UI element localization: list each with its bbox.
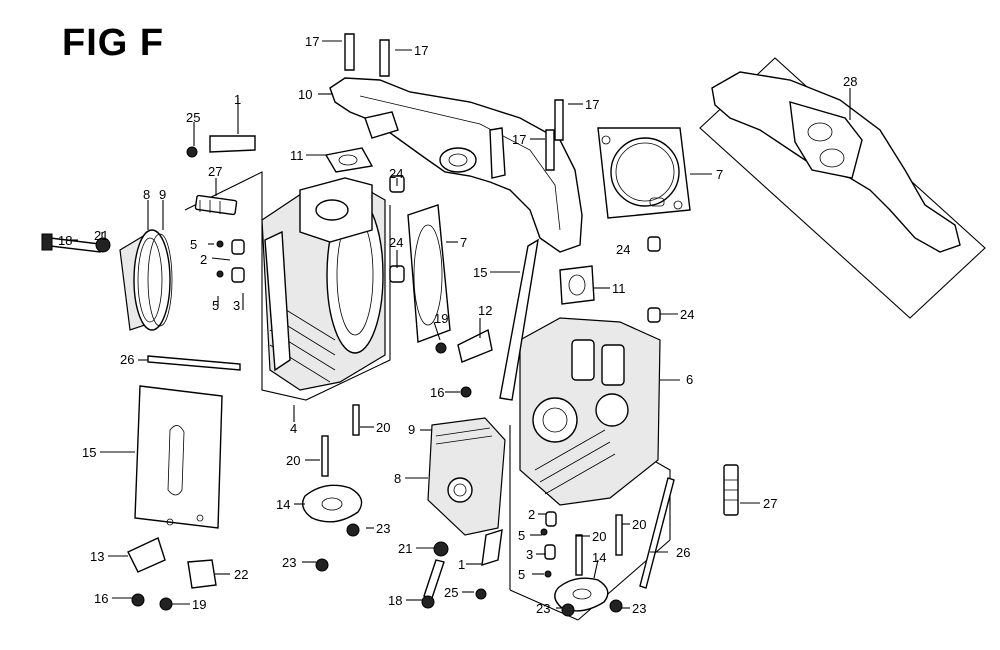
left-head-cover-part [119,229,173,331]
callout-c26a: 26 [120,352,134,367]
callout-c14a: 14 [276,497,290,512]
nut-21-lower [433,541,449,557]
small-gasket-upper-part [324,147,374,173]
callout-c19b: 19 [192,597,206,612]
bolts-17 [344,33,564,171]
callout-c23d: 23 [632,601,646,616]
callout-c12: 12 [478,303,492,318]
bracket-13 [127,537,166,573]
callout-c14b: 14 [592,550,606,565]
callout-c18a: 18 [58,233,72,248]
callout-c5d: 5 [518,567,525,582]
callout-c5c: 5 [518,528,525,543]
callout-c2a: 2 [200,252,207,267]
callout-c18b: 18 [388,593,402,608]
insulator-flange-right-part [554,577,609,612]
callout-c20b: 20 [286,453,300,468]
right-cylinder-head-part [509,317,671,621]
dowels-right [540,511,557,578]
bolt-18-lower [421,559,445,609]
callout-c8b: 8 [394,471,401,486]
callout-labels: 17 17 10 17 17 28 1 25 11 24 7 27 8 9 7 … [58,34,857,616]
insulator-flange-left-part [302,484,363,523]
muffler-assembly-part [699,57,986,319]
callout-c24a: 24 [389,166,403,181]
figure-title: FIG F [62,22,165,64]
callout-c11a: 11 [290,148,304,163]
callout-c17d: 17 [512,132,526,147]
callout-c23b: 23 [282,555,296,570]
callout-c17a: 17 [305,34,319,49]
callout-c8a: 8 [143,187,150,202]
callout-c3b: 3 [526,547,533,562]
callout-c20d: 20 [632,517,646,532]
callout-c24c: 24 [616,242,630,257]
callout-c25a: 25 [186,110,200,125]
bolt-18-upper [41,233,101,253]
studs-20 [321,404,623,576]
bracket-1-upper [209,135,256,153]
callout-c28: 28 [843,74,857,89]
fasteners-misc [131,146,623,617]
caps-24 [389,175,661,323]
callout-c25b: 25 [444,585,458,600]
callout-c2b: 2 [528,507,535,522]
callout-c1b: 1 [458,557,465,572]
small-gasket-lower-part [559,265,595,305]
callout-c1a: 1 [234,92,241,107]
right-head-cover-part [427,417,506,536]
bracket-1-lower [481,529,503,566]
callout-c24d: 24 [680,307,694,322]
callout-c11b: 11 [612,281,626,296]
callout-c6: 6 [686,372,693,387]
callout-c3a: 3 [233,298,240,313]
air-shroud-part [134,385,223,529]
callout-c9b: 9 [408,422,415,437]
callout-c21a: 21 [94,228,108,243]
callout-c16b: 16 [94,591,108,606]
callout-c15a: 15 [473,265,487,280]
callout-c7a: 7 [716,167,723,182]
bracket-12 [457,328,493,363]
stud-bolt-right-part [639,477,675,589]
leader-lines [70,40,851,609]
left-gasket-part [407,204,451,343]
intake-gasket-part [499,238,539,401]
callout-c17c: 17 [585,97,599,112]
callout-c24b: 24 [389,235,403,250]
callout-c26b: 26 [676,545,690,560]
clip-22 [187,559,217,589]
callout-c4: 4 [290,421,297,436]
exhaust-manifold-part [329,77,583,253]
callout-c27a: 27 [208,164,222,179]
left-cylinder-part [184,171,391,401]
callout-c17b: 17 [414,43,428,58]
head-gasket-part [597,127,691,219]
callout-c7b: 7 [460,235,467,250]
callout-c23c: 23 [536,601,550,616]
callout-c9a: 9 [159,187,166,202]
callout-c20c: 20 [592,529,606,544]
stud-bolt-left-part [147,355,241,371]
callout-c21b: 21 [398,541,412,556]
spark-plug-upper-part [194,194,238,216]
callout-c20a: 20 [376,420,390,435]
callout-c13: 13 [90,549,104,564]
callout-c15b: 15 [82,445,96,460]
callout-c16a: 16 [430,385,444,400]
callout-c5b: 5 [212,298,219,313]
callout-c10: 10 [298,87,312,102]
callout-c5a: 5 [190,237,197,252]
callout-c23a: 23 [376,521,390,536]
callout-c19a: 19 [434,311,448,326]
callout-c22: 22 [234,567,248,582]
dowels-left [216,239,245,283]
nut-21-upper [95,237,111,253]
callout-c27b: 27 [763,496,777,511]
spark-plug-lower-part [723,464,739,516]
